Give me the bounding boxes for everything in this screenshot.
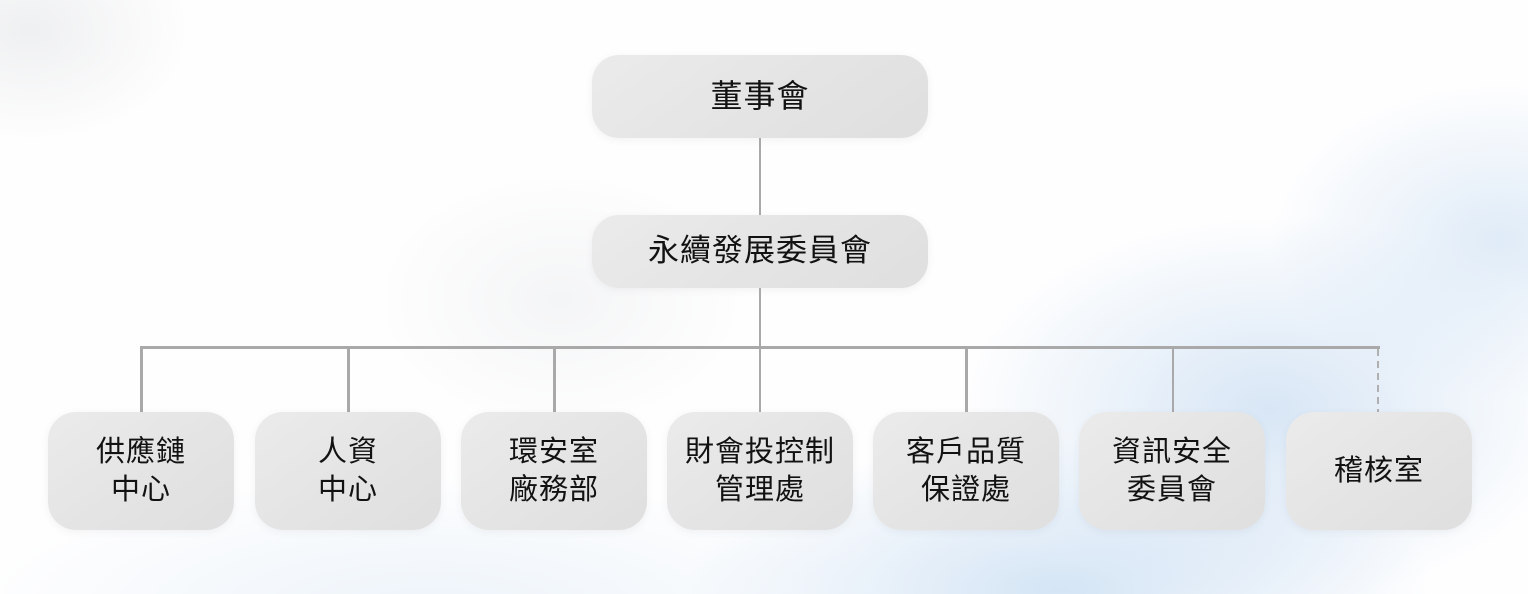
- connector-drop-ehs: [553, 347, 556, 412]
- org-node-audit-office: 稽核室: [1286, 412, 1472, 530]
- org-node-finance-control-office: 財會投控制 管理處: [667, 412, 853, 530]
- org-node-board: 董事會: [592, 55, 928, 138]
- org-node-sustainability-committee-label: 永續發展委員會: [648, 233, 872, 269]
- org-node-hr-center: 人資 中心: [255, 412, 441, 530]
- org-node-board-label: 董事會: [710, 78, 810, 115]
- org-node-customer-quality-office-label: 客戶品質 保證處: [905, 435, 1026, 506]
- org-node-sustainability-committee: 永續發展委員會: [592, 215, 928, 288]
- connector-drop-infosec: [1171, 347, 1174, 412]
- connector-drop-hr: [347, 347, 350, 412]
- org-node-customer-quality-office: 客戶品質 保證處: [873, 412, 1059, 530]
- connector-board-to-committee: [758, 138, 762, 215]
- org-node-ehs-facility-dept-label: 環安室 廠務部: [508, 435, 599, 506]
- org-node-infosec-committee-label: 資訊安全 委員會: [1111, 435, 1232, 506]
- connector-horizontal-rail: [140, 346, 1380, 349]
- org-node-finance-control-office-label: 財會投控制 管理處: [684, 435, 835, 506]
- org-node-supply-chain-center: 供應鏈 中心: [48, 412, 234, 530]
- org-node-supply-chain-center-label: 供應鏈 中心: [95, 435, 186, 506]
- connector-drop-quality: [965, 347, 968, 412]
- connector-committee-to-departments: [758, 288, 762, 412]
- org-node-ehs-facility-dept: 環安室 廠務部: [461, 412, 647, 530]
- connector-drop-supply-chain: [140, 347, 143, 412]
- org-node-hr-center-label: 人資 中心: [317, 435, 378, 506]
- org-node-infosec-committee: 資訊安全 委員會: [1079, 412, 1265, 530]
- org-node-audit-office-label: 稽核室: [1333, 454, 1424, 487]
- connector-drop-audit-dashed: [1376, 349, 1380, 412]
